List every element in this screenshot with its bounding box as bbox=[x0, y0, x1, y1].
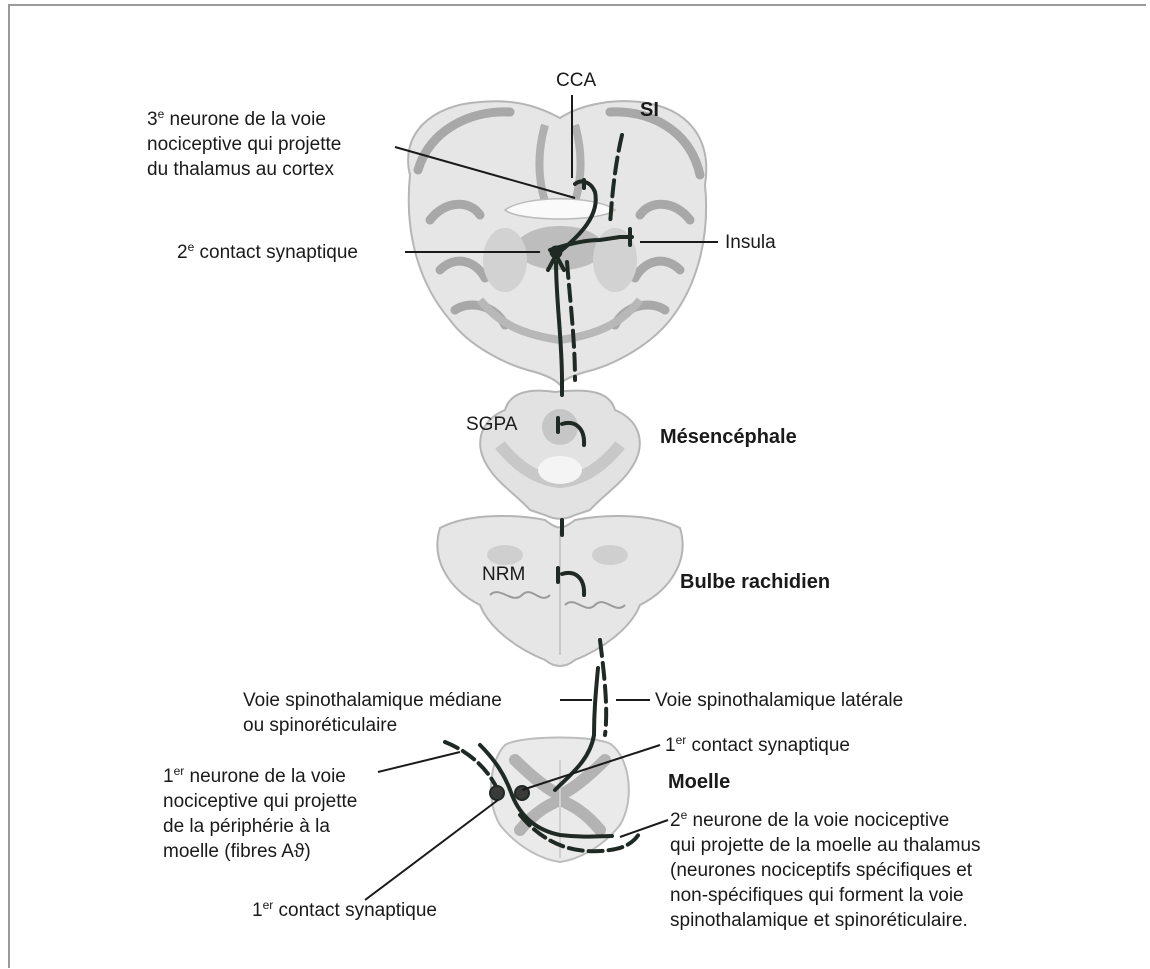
third-neuron-line-3: du thalamus au cortex bbox=[147, 157, 341, 182]
label-second-contact: 2e contact synaptique bbox=[177, 240, 358, 265]
label-cca: CCA bbox=[556, 68, 596, 93]
first-contact-right-number: 1 bbox=[665, 735, 676, 756]
second-contact-text: contact synaptique bbox=[200, 242, 358, 263]
second-contact-number: 2 bbox=[177, 242, 188, 263]
first-neuron-line-2: nociceptive qui projette bbox=[163, 789, 357, 814]
first-neuron-sup: er bbox=[174, 764, 185, 778]
second-neuron-line-1: neurone de la voie nociceptive bbox=[693, 810, 950, 831]
brain-coronal-section bbox=[408, 101, 706, 385]
first-contact-left-sup: er bbox=[263, 898, 274, 912]
leader-first-neuron bbox=[378, 752, 460, 772]
third-neuron-sup: e bbox=[158, 107, 165, 121]
label-moelle: Moelle bbox=[668, 770, 730, 795]
label-nrm: NRM bbox=[482, 562, 525, 587]
voie-mediane-line-2: ou spinoréticulaire bbox=[243, 713, 502, 738]
leader-second-neuron bbox=[620, 820, 668, 837]
first-contact-right-text: contact synaptique bbox=[692, 735, 850, 756]
second-neuron-number: 2 bbox=[670, 810, 681, 831]
first-contact-right-sup: er bbox=[676, 733, 687, 747]
second-neuron-line-3: (neurones nociceptifs spécifiques et bbox=[670, 858, 981, 883]
third-neuron-line-1: neurone de la voie bbox=[170, 109, 326, 130]
mesencephalon-section bbox=[480, 391, 640, 519]
leader-first-contact-left bbox=[365, 800, 498, 900]
voie-mediane-line-1: Voie spinothalamique médiane bbox=[243, 688, 502, 713]
first-contact-left-number: 1 bbox=[252, 900, 263, 921]
second-neuron-line-5: spinothalamique et spinoréticulaire. bbox=[670, 908, 981, 933]
medulla-section bbox=[437, 516, 682, 666]
first-contact-left-text: contact synaptique bbox=[279, 900, 437, 921]
label-bulbe: Bulbe rachidien bbox=[680, 570, 830, 595]
label-third-neuron: 3e neurone de la voie nociceptive qui pr… bbox=[147, 107, 341, 182]
first-neuron-line-1: neurone de la voie bbox=[190, 766, 346, 787]
label-mesencephale: Mésencéphale bbox=[660, 425, 797, 450]
label-voie-laterale: Voie spinothalamique latérale bbox=[655, 688, 903, 713]
label-first-contact-right: 1er contact synaptique bbox=[665, 733, 850, 758]
third-neuron-line-2: nociceptive qui projette bbox=[147, 132, 341, 157]
first-neuron-line-3: de la périphérie à la bbox=[163, 814, 357, 839]
second-neuron-line-2: qui projette de la moelle au thalamus bbox=[670, 833, 981, 858]
third-neuron-number: 3 bbox=[147, 109, 158, 130]
second-neuron-line-4: non-spécifiques qui forment la voie bbox=[670, 883, 981, 908]
label-insula: Insula bbox=[725, 230, 776, 255]
first-neuron-number: 1 bbox=[163, 766, 174, 787]
label-voie-mediane: Voie spinothalamique médiane ou spinorét… bbox=[243, 688, 502, 738]
label-first-neuron: 1er neurone de la voie nociceptive qui p… bbox=[163, 764, 357, 864]
label-sgpa: SGPA bbox=[466, 412, 517, 437]
label-first-contact-left: 1er contact synaptique bbox=[252, 898, 437, 923]
label-si: SI bbox=[640, 98, 659, 123]
first-neuron-line-4: moelle (fibres Aϑ) bbox=[163, 839, 357, 864]
second-contact-sup: e bbox=[188, 240, 195, 254]
label-second-neuron: 2e neurone de la voie nociceptive qui pr… bbox=[670, 808, 981, 933]
second-neuron-sup: e bbox=[681, 808, 688, 822]
